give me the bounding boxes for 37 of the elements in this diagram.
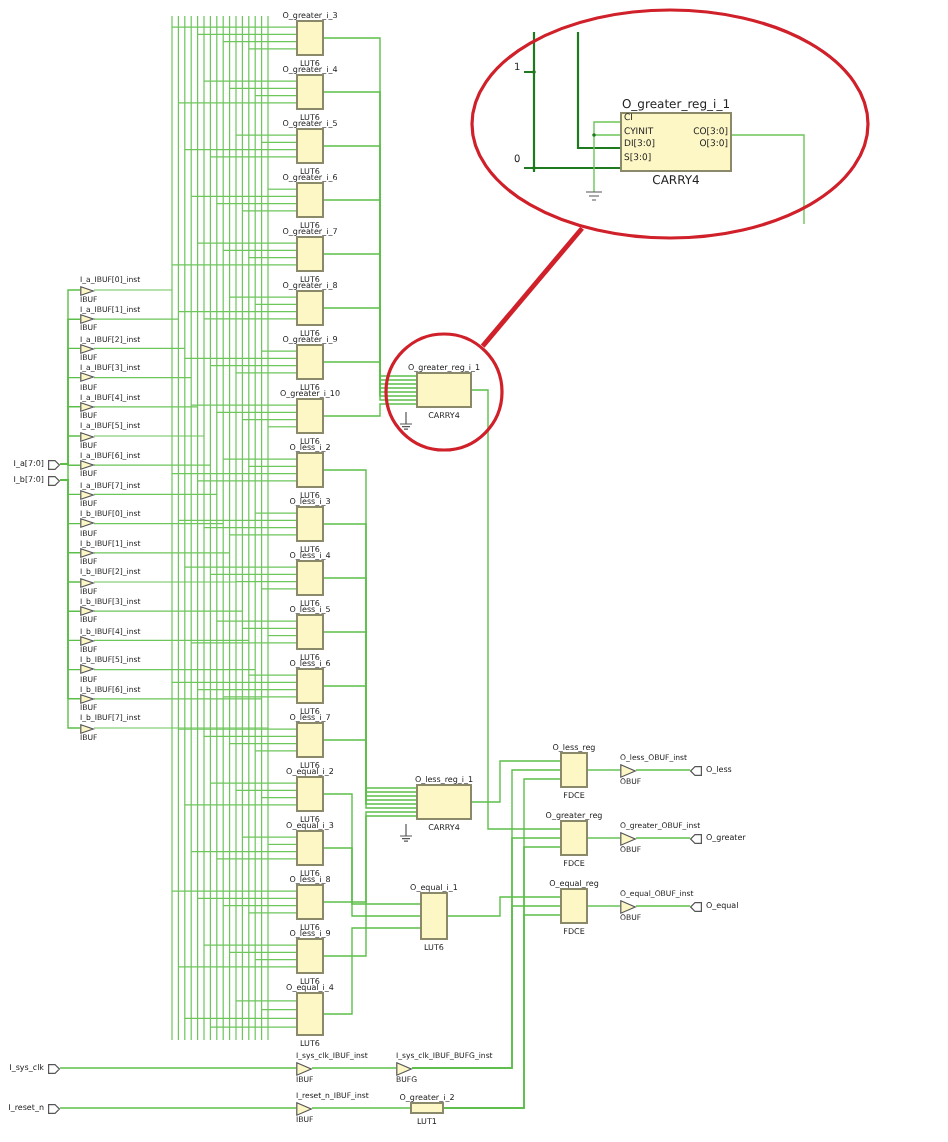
wire <box>323 145 417 385</box>
wire <box>323 361 417 401</box>
wire <box>59 1067 297 1069</box>
wire <box>323 199 417 389</box>
wire <box>323 631 417 801</box>
wire <box>59 1107 297 1109</box>
wire <box>323 469 417 789</box>
callout-connector <box>480 226 584 348</box>
wire <box>635 837 691 839</box>
wire <box>323 685 417 805</box>
wire <box>447 896 561 917</box>
wire <box>323 811 417 903</box>
wire <box>323 307 417 397</box>
wire <box>323 253 417 393</box>
wire <box>323 37 417 377</box>
zoom-callout-ellipse <box>384 332 504 452</box>
wire <box>323 577 417 797</box>
wire <box>587 769 621 771</box>
wire <box>635 769 691 771</box>
wire <box>471 760 561 803</box>
wire <box>587 905 621 907</box>
wire <box>323 91 417 381</box>
wire <box>587 837 621 839</box>
wire <box>323 793 421 905</box>
wire <box>411 905 561 1069</box>
wire <box>323 523 417 793</box>
wire <box>471 389 561 830</box>
wire <box>311 1067 397 1069</box>
wire <box>323 403 417 417</box>
wire <box>635 905 691 907</box>
wire <box>323 847 421 917</box>
wire <box>443 914 561 1109</box>
wire <box>323 927 421 1015</box>
wire <box>323 815 417 957</box>
zoom-callout-ellipse <box>470 8 870 240</box>
wire <box>323 739 417 809</box>
wire <box>311 1107 411 1109</box>
